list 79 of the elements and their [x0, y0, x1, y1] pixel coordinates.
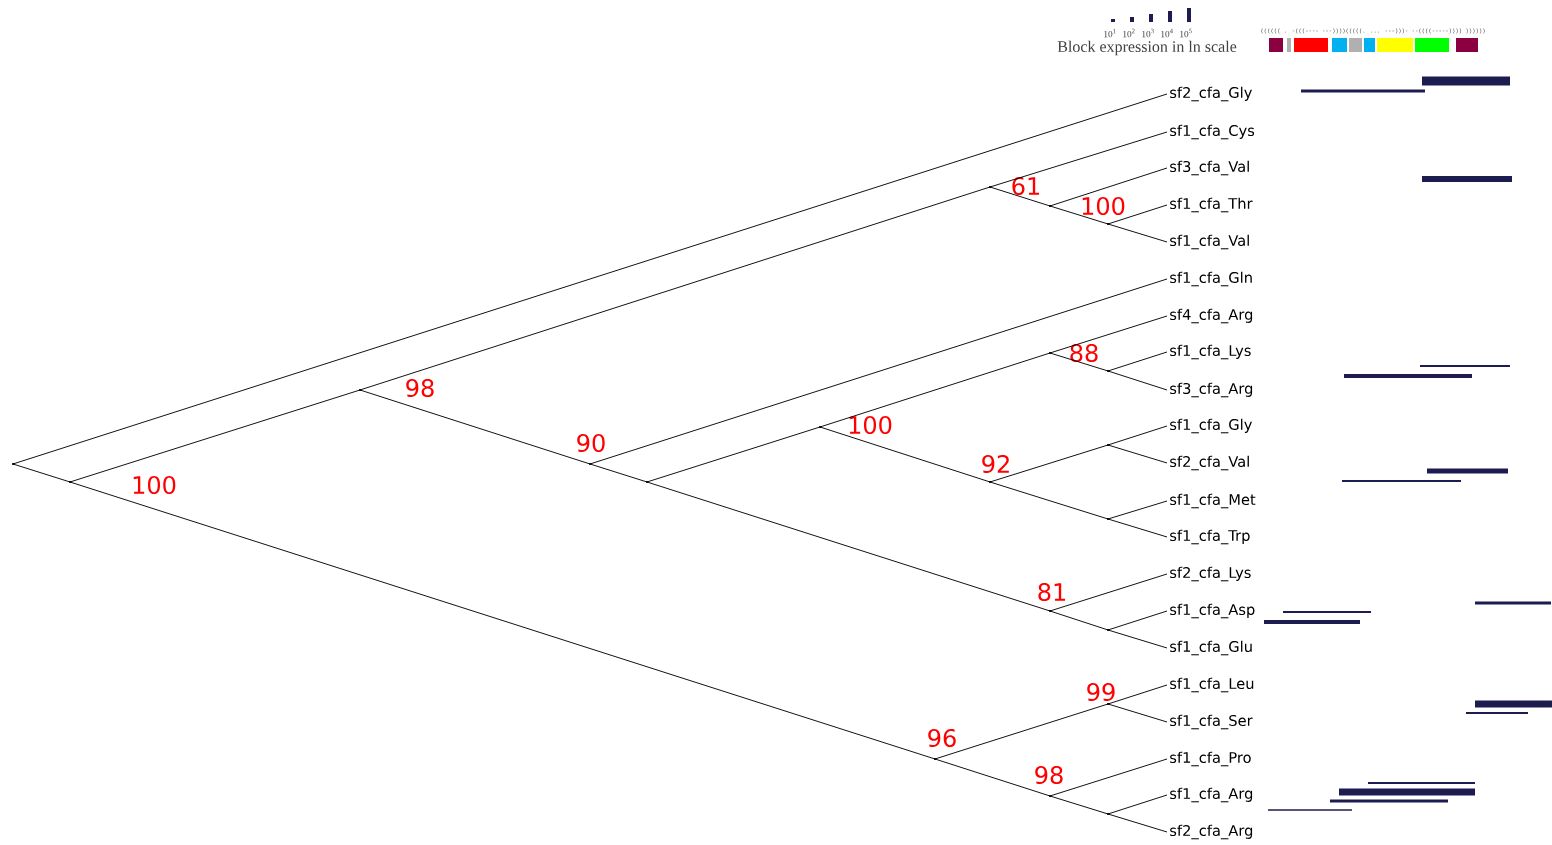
branch	[1049, 610, 1109, 631]
branch	[1049, 315, 1168, 354]
branch	[1107, 684, 1168, 705]
branch	[1107, 518, 1168, 538]
bootstrap-value: 98	[406, 378, 434, 398]
leaf-label: sf1_cfa_Gln	[1170, 271, 1252, 287]
branch	[1107, 500, 1168, 520]
branch	[1107, 794, 1168, 815]
branch	[69, 389, 361, 483]
leaf-label: sf1_cfa_Glu	[1170, 640, 1252, 656]
leaf-label: sf1_cfa_Asp	[1170, 603, 1255, 619]
bootstrap-value: 100	[1082, 196, 1125, 216]
branch	[819, 352, 1051, 428]
branch	[1107, 610, 1168, 631]
branch	[1107, 629, 1168, 649]
branch	[989, 186, 1051, 207]
bootstrap-value: 98	[1035, 765, 1063, 785]
branch	[1049, 573, 1168, 612]
branch	[1107, 703, 1168, 723]
branch	[589, 278, 1168, 465]
leaf-label: sf4_cfa_Arg	[1170, 308, 1253, 324]
branch	[69, 481, 936, 760]
scale-tick-label: 10$^{4}$	[1161, 28, 1173, 38]
branch	[646, 481, 1051, 612]
branch	[359, 389, 591, 465]
scale-tick-label: 10$^{2}$	[1123, 28, 1135, 38]
bootstrap-value: 100	[849, 415, 892, 435]
bootstrap-value: 81	[1038, 582, 1066, 602]
bootstrap-value: 88	[1070, 343, 1098, 363]
branch	[1049, 167, 1168, 207]
branch	[646, 426, 821, 483]
leaf-label: sf1_cfa_Ser	[1170, 714, 1253, 730]
bootstrap-value: 96	[928, 728, 956, 748]
branch	[934, 758, 1051, 797]
branch	[1107, 425, 1168, 446]
branch	[1049, 758, 1168, 797]
branch	[1107, 370, 1168, 391]
branch	[1049, 205, 1109, 225]
bootstrap-value: 90	[577, 433, 605, 453]
leaf-label: sf1_cfa_Cys	[1170, 124, 1255, 140]
branch	[359, 186, 991, 391]
branch	[989, 131, 1168, 188]
leaf-label: sf2_cfa_Gly	[1170, 86, 1252, 102]
branch	[989, 444, 1109, 483]
branch	[1107, 351, 1168, 372]
leaf-label: sf1_cfa_Arg	[1170, 787, 1253, 803]
bootstrap-value: 92	[982, 454, 1009, 474]
branch	[589, 463, 648, 483]
bootstrap-value: 100	[133, 475, 176, 495]
leaf-label: sf1_cfa_Val	[1170, 234, 1249, 250]
branch	[934, 703, 1109, 760]
leaf-label: sf1_cfa_Gly	[1170, 418, 1252, 434]
leaf-label: sf2_cfa_Lys	[1170, 566, 1251, 582]
leaf-label: sf2_cfa_Val	[1170, 455, 1249, 471]
scale-tick-label: 10$^{5}$	[1180, 28, 1192, 38]
leaf-label: sf1_cfa_Pro	[1170, 751, 1251, 767]
branch	[1107, 223, 1168, 243]
bootstrap-value: 61	[1012, 176, 1040, 196]
branch	[12, 93, 1168, 465]
branch	[1049, 352, 1109, 372]
leaf-label: sf1_cfa_Met	[1170, 493, 1256, 509]
branch	[1107, 204, 1168, 225]
leaf-label: sf1_cfa_Leu	[1170, 677, 1254, 693]
branch	[1107, 813, 1168, 833]
scale-tick-label: 10$^{3}$	[1142, 28, 1154, 38]
branch	[989, 481, 1109, 520]
scale-title: Block expression in ln scale	[1057, 40, 1237, 56]
leaf-label: sf1_cfa_Lys	[1170, 344, 1251, 360]
bootstrap-value: 99	[1087, 682, 1115, 702]
scale-tick-label: 10$^{1}$	[1104, 28, 1116, 38]
branch	[1049, 795, 1109, 815]
leaf-label: sf3_cfa_Arg	[1170, 382, 1253, 398]
branch	[1107, 444, 1168, 464]
leaf-label: sf3_cfa_Val	[1170, 160, 1249, 176]
branch	[12, 463, 71, 483]
leaf-label: sf2_cfa_Arg	[1170, 824, 1253, 840]
leaf-label: sf1_cfa_Thr	[1170, 197, 1253, 213]
branch	[819, 426, 991, 483]
leaf-label: sf1_cfa_Trp	[1170, 529, 1250, 545]
